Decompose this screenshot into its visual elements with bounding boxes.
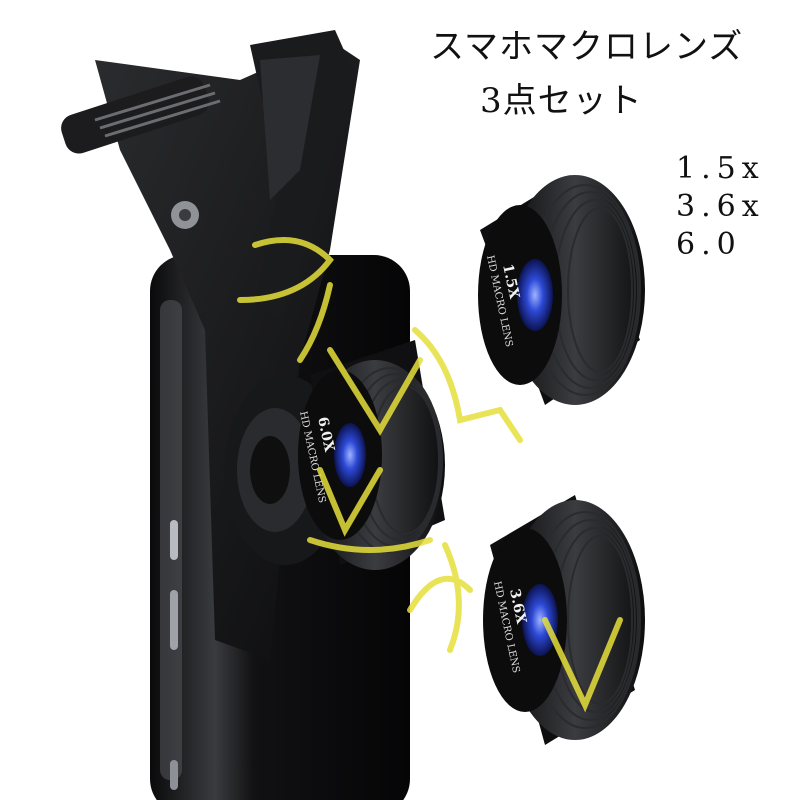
lens-1-5x: 1.5X HD MACRO LENS [478, 175, 645, 405]
magnification-list: 1.5x 3.6x 6.0 [676, 150, 765, 264]
watermark [237, 237, 623, 713]
power-button [170, 590, 178, 650]
magnification-item: 6.0 [676, 227, 742, 262]
magnification-item: 1.5x [676, 151, 765, 186]
lens-6x-power-label: 6.0X [314, 416, 337, 454]
volume-button [170, 520, 178, 560]
magnification-item: 3.6x [676, 189, 765, 224]
lens-3-6x-power-label: 3.6X [506, 588, 529, 626]
lens-1-5x-power-label: 1.5X [499, 263, 522, 301]
product-title-line-1: スマホマクロレンズ [430, 27, 744, 67]
product-title-line-2: 3点セット [480, 81, 643, 121]
